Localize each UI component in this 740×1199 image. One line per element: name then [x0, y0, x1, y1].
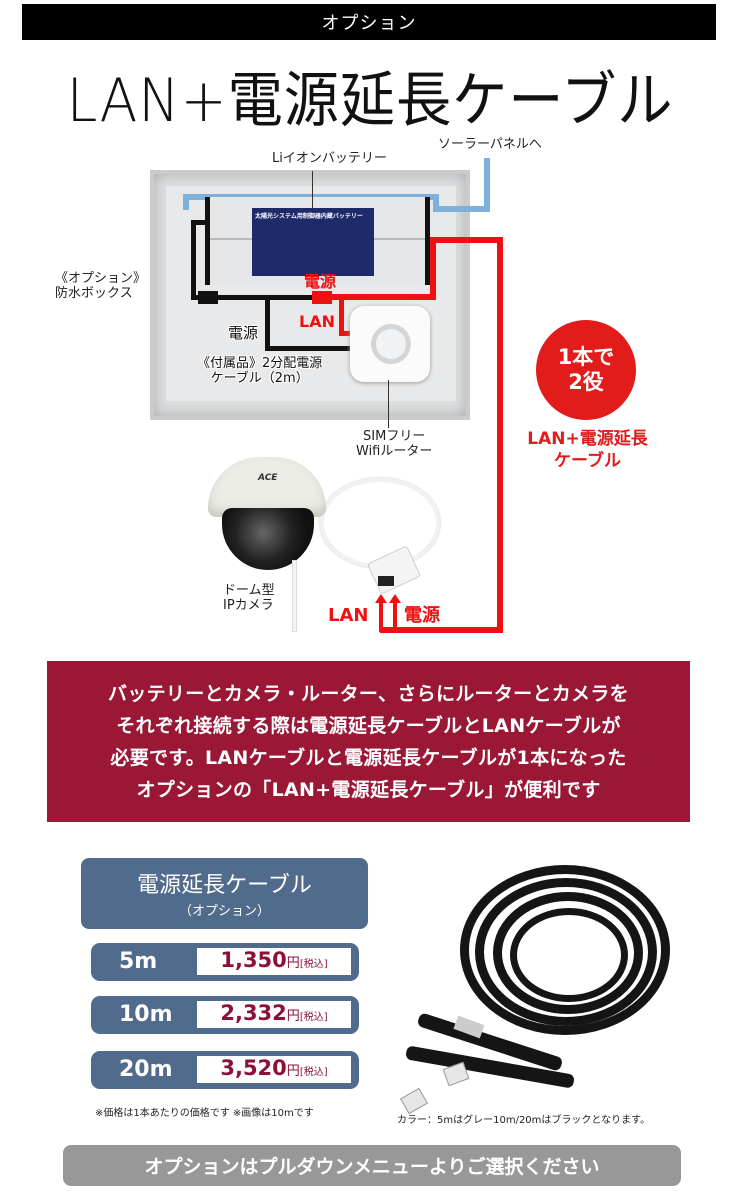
- power-label-red: 電源: [304, 272, 337, 291]
- power-cable-line: [265, 346, 351, 351]
- lan-power-cable-caption: LAN+電源延長 ケーブル: [510, 428, 665, 472]
- info-line: 必要です。LANケーブルと電源延長ケーブルが1本になった: [110, 747, 627, 769]
- router-label-line2: Wifiルーター: [356, 443, 433, 459]
- dome-camera: [208, 457, 326, 517]
- accessory-cable-label: 《付属品》2分配電源 ケーブル（2m）: [197, 356, 323, 387]
- price-row-10m: 10m 2,332円[税込]: [91, 996, 359, 1034]
- price-unit: 円: [286, 956, 300, 971]
- price-box: 1,350円[税込]: [197, 948, 351, 975]
- cable-coil: [460, 865, 670, 1035]
- lan-power-cable-line: [330, 294, 436, 300]
- solar-cable-line: [183, 194, 189, 210]
- camera-cable: [320, 478, 440, 568]
- section-header-bar: オプション: [22, 4, 716, 40]
- badge-line2: 2役: [568, 370, 604, 394]
- lan-power-cable-line: [430, 237, 503, 243]
- camera-label: ドーム型 IPカメラ: [223, 583, 275, 614]
- tax-included-label: [税込]: [299, 1067, 328, 1078]
- pricing-subtitle: （オプション）: [178, 904, 270, 919]
- router-label-line1: SIMフリー: [363, 429, 426, 444]
- price-row-5m: 5m 1,350円[税込]: [91, 943, 359, 981]
- cable-length: 5m: [119, 949, 158, 974]
- battery-label-title: 太陽光システム用制御器内蔵バッテリー: [255, 213, 363, 220]
- arrow-up-icon: [375, 594, 387, 603]
- battery-label: Liイオンバッテリー: [272, 151, 387, 166]
- cable-length: 10m: [119, 1002, 173, 1027]
- option-box-label-line2: 防水ボックス: [55, 285, 133, 301]
- solar-panel-label: ソーラーパネルへ: [438, 137, 542, 152]
- cta-label: オプションはプルダウンメニューよりご選択ください: [144, 1156, 600, 1178]
- color-note: カラー：5mはグレー10m/20mはブラックとなります。: [397, 1115, 651, 1126]
- camera-antenna: [292, 560, 297, 632]
- price-note: ※価格は1本あたりの価格です ※画像は10mです: [95, 1108, 314, 1119]
- bottom-lan-label: LAN: [328, 605, 369, 626]
- lan-label-red: LAN: [299, 312, 335, 331]
- info-line: バッテリーとカメラ・ルーター、さらにルーターとカメラを: [108, 683, 629, 705]
- price-box: 3,520円[税込]: [197, 1056, 351, 1083]
- lan-power-connector: [312, 291, 332, 304]
- lan-power-cable-line: [380, 627, 503, 633]
- cable-coil: [510, 908, 628, 1002]
- lan-arrow-shaft: [379, 602, 383, 632]
- power-cable-line: [191, 295, 316, 300]
- power-cable-line: [265, 295, 270, 350]
- pricing-header: 電源延長ケーブル （オプション）: [81, 858, 368, 929]
- option-box-label-line1: 《オプション》: [55, 271, 147, 286]
- arrow-up-icon: [389, 594, 401, 603]
- tax-included-label: [税込]: [299, 1012, 328, 1023]
- caption-line1: LAN+電源延長: [527, 429, 648, 449]
- lan-power-cable-line: [497, 237, 503, 633]
- power-label-black: 電源: [228, 324, 259, 342]
- solar-cable-line: [484, 158, 490, 212]
- info-line: オプションの「LAN+電源延長ケーブル」が便利です: [136, 779, 601, 801]
- lan-cable-line: [339, 298, 344, 336]
- bottom-power-label: 電源: [404, 605, 440, 626]
- router-leader-line: [388, 380, 389, 428]
- router-ring: [371, 324, 411, 364]
- solar-cable-line: [433, 194, 439, 212]
- cable-coil: [475, 878, 657, 1026]
- cable-coil: [493, 892, 643, 1014]
- solar-cable-line: [433, 206, 490, 212]
- tax-included-label: [税込]: [299, 959, 328, 970]
- one-cable-two-roles-badge: 1本で 2役: [536, 320, 636, 420]
- lan-cable-line: [339, 331, 353, 336]
- accessory-label-line1: 《付属品》2分配電源: [197, 356, 323, 371]
- router-label: SIMフリー Wifiルーター: [356, 429, 433, 460]
- price-value: 3,520: [220, 1056, 287, 1080]
- pricing-title: 電源延長ケーブル: [137, 873, 312, 898]
- price-box: 2,332円[税込]: [197, 1001, 351, 1028]
- select-from-dropdown-banner: オプションはプルダウンメニューよりご選択ください: [63, 1145, 681, 1186]
- caption-line2: ケーブル: [554, 451, 621, 472]
- info-description-band: バッテリーとカメラ・ルーター、さらにルーターとカメラを それぞれ接続する際は電源…: [47, 661, 690, 822]
- power-cable-line: [191, 220, 196, 300]
- price-value: 2,332: [220, 1001, 287, 1025]
- page-title: LAN+電源延長ケーブル: [66, 66, 674, 136]
- camera-label-line1: ドーム型: [223, 583, 275, 598]
- price-row-20m: 20m 3,520円[税込]: [91, 1051, 359, 1089]
- camera-lens: [222, 508, 314, 570]
- badge-line1: 1本で: [557, 344, 615, 369]
- power-cable-line: [191, 220, 207, 225]
- option-box-label: 《オプション》 防水ボックス: [55, 271, 147, 302]
- price-unit: 円: [286, 1009, 300, 1024]
- lan-power-cable-line: [430, 240, 436, 300]
- battery-spec-label: 太陽光システム用制御器内蔵バッテリー: [252, 208, 374, 276]
- cable-length: 20m: [119, 1057, 173, 1082]
- power-arrow-shaft: [393, 602, 397, 632]
- accessory-label-line2: ケーブル（2m）: [210, 370, 309, 386]
- price-value: 1,350: [220, 948, 287, 972]
- camera-label-line2: IPカメラ: [223, 597, 274, 613]
- lan-port: [378, 576, 394, 586]
- power-connector: [198, 291, 218, 304]
- cable-product-image: [395, 860, 695, 1115]
- section-label: オプション: [321, 13, 417, 34]
- price-unit: 円: [286, 1064, 300, 1079]
- battery-leader-line: [312, 171, 313, 208]
- camera-brand-logo: ACE: [258, 473, 278, 483]
- info-line: それぞれ接続する際は電源延長ケーブルとLANケーブルが: [116, 715, 621, 737]
